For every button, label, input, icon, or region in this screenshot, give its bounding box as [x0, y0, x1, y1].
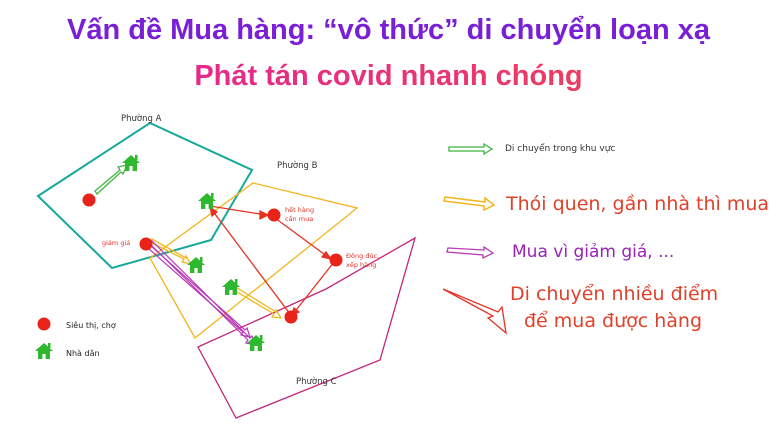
title-line-1: Vấn đề Mua hàng: “vô thức” di chuyển loạ…	[67, 14, 710, 46]
key-market-label: Siêu thị, chợ	[66, 320, 116, 331]
annotation-crowded-2: xếp hàng	[346, 261, 376, 269]
ward-a-label: Phường A	[121, 113, 162, 124]
annotation-sale: giảm giá	[102, 239, 130, 247]
market-dot	[139, 237, 153, 251]
market-dot	[284, 310, 298, 324]
movement-arrow-multi-point	[208, 205, 335, 318]
movement-arrow-habit-1	[149, 238, 193, 265]
legend-yellow-arrow	[443, 196, 496, 212]
annotation-out-of-stock-2: cần mua	[285, 215, 313, 223]
legend-multi-line-1: Di chuyển nhiều điểm	[510, 283, 719, 305]
key-home-icon	[35, 343, 53, 359]
ward-b-boundary	[149, 182, 359, 339]
ward-a-boundary	[36, 121, 254, 270]
legend-green-arrow	[448, 142, 494, 156]
legend-multi-line-2: để mua được hàng	[524, 310, 703, 332]
legend-purple-arrow	[446, 245, 495, 260]
annotation-out-of-stock-1: hết hàng	[285, 206, 314, 214]
key-home-label: Nhà dân	[66, 349, 100, 358]
legend-discount: Mua vì giảm giá, ...	[512, 242, 675, 262]
key-market-dot	[37, 317, 51, 331]
home-icon	[187, 257, 205, 273]
title-line-2: Phát tán covid nhanh chóng	[0, 60, 777, 93]
market-dot	[267, 208, 281, 222]
legend-habit: Thói quen, gần nhà thì mua	[506, 193, 770, 215]
ward-c-boundary	[197, 236, 417, 419]
legend-red-arrow	[442, 288, 507, 335]
movement-arrow-habit-2	[231, 285, 283, 319]
annotation-crowded-1: Đông đúc,	[346, 252, 379, 260]
ward-c-label: Phường C	[296, 376, 337, 387]
market-dot	[329, 253, 343, 267]
legend-within-area: Di chuyển trong khu vực	[505, 144, 616, 154]
ward-b-label: Phường B	[277, 160, 318, 171]
movement-arrow-within-area	[94, 164, 129, 195]
market-dot	[82, 193, 96, 207]
